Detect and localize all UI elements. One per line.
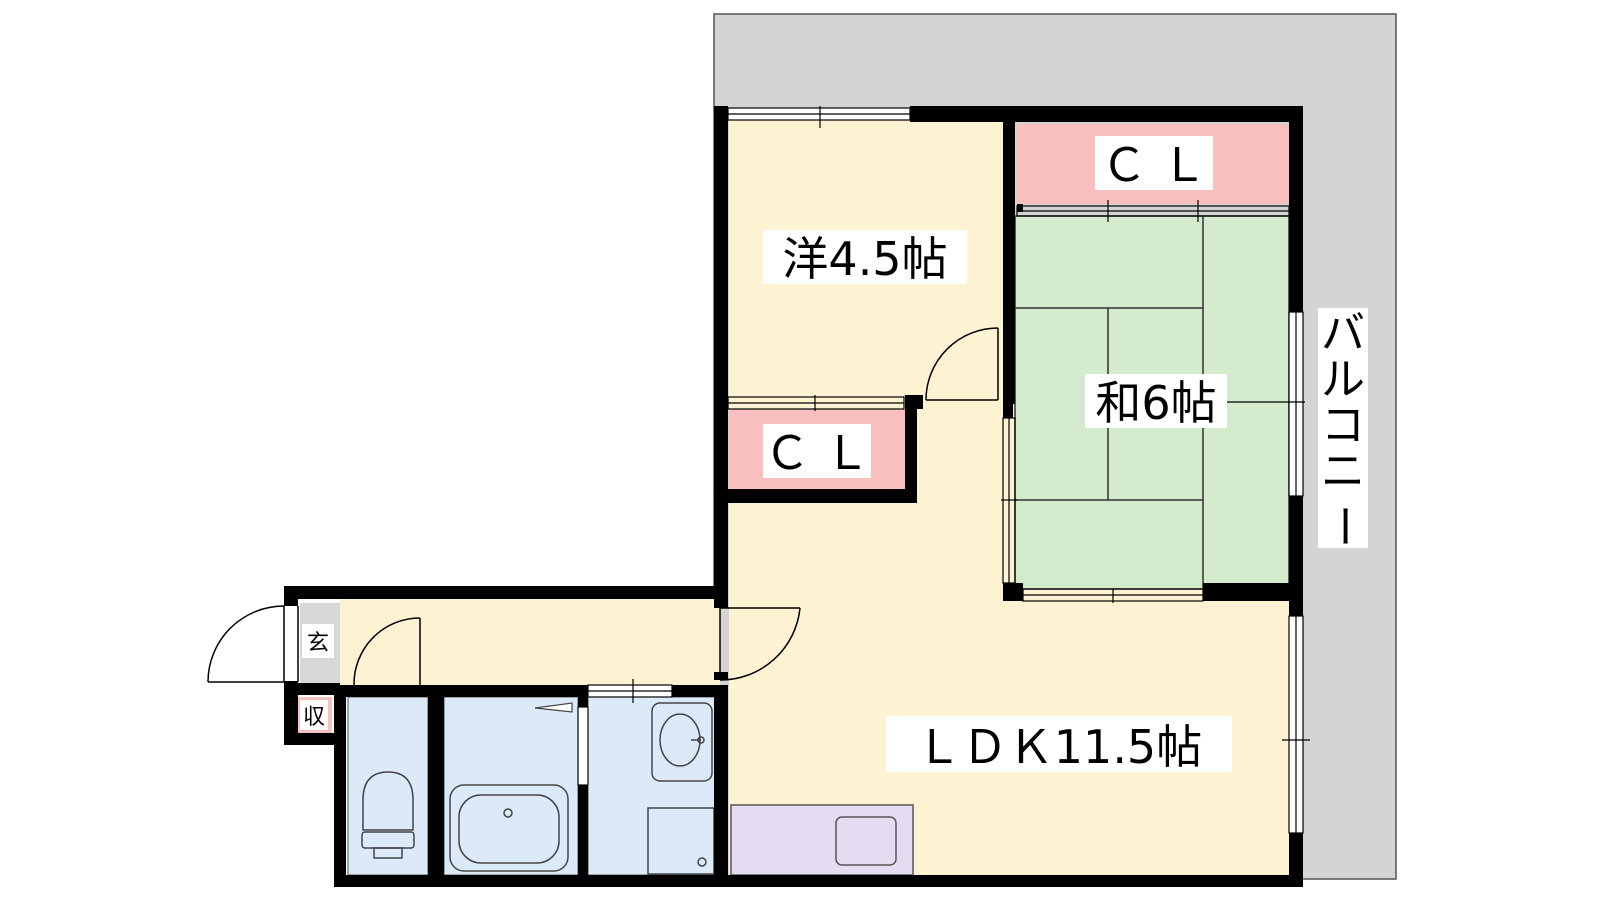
kitchen-counter [730, 804, 914, 876]
door-swings [207, 327, 999, 686]
walls [284, 106, 1303, 887]
label-ldk: ＬＤＫ11.5帖 [916, 720, 1202, 774]
label-japanese-room: 和6帖 [1095, 376, 1216, 430]
windows [577, 106, 1310, 834]
vanity-sink [651, 702, 713, 782]
label-closet-mid: ＣＬ [764, 426, 884, 480]
label-balcony-char-3: コ [1321, 400, 1365, 451]
label-balcony-char-1: バ [1321, 308, 1365, 359]
label-balcony: バ ル コ ニ ー [1318, 308, 1369, 548]
label-balcony-char-4: ニ [1321, 446, 1365, 497]
label-storage: 収 [303, 705, 325, 730]
label-closet-top: ＣＬ [1101, 138, 1221, 192]
label-balcony-char-5: ー [1318, 504, 1369, 548]
hallway-fill [340, 597, 720, 685]
bath-mirror-wedge [534, 702, 573, 713]
label-backgrounds [300, 136, 1368, 772]
label-western-room: 洋4.5帖 [782, 232, 947, 286]
label-balcony-char-2: ル [1321, 354, 1365, 405]
label-entrance: 玄 [307, 631, 329, 656]
toilet [361, 771, 415, 859]
bathtub [449, 784, 569, 872]
